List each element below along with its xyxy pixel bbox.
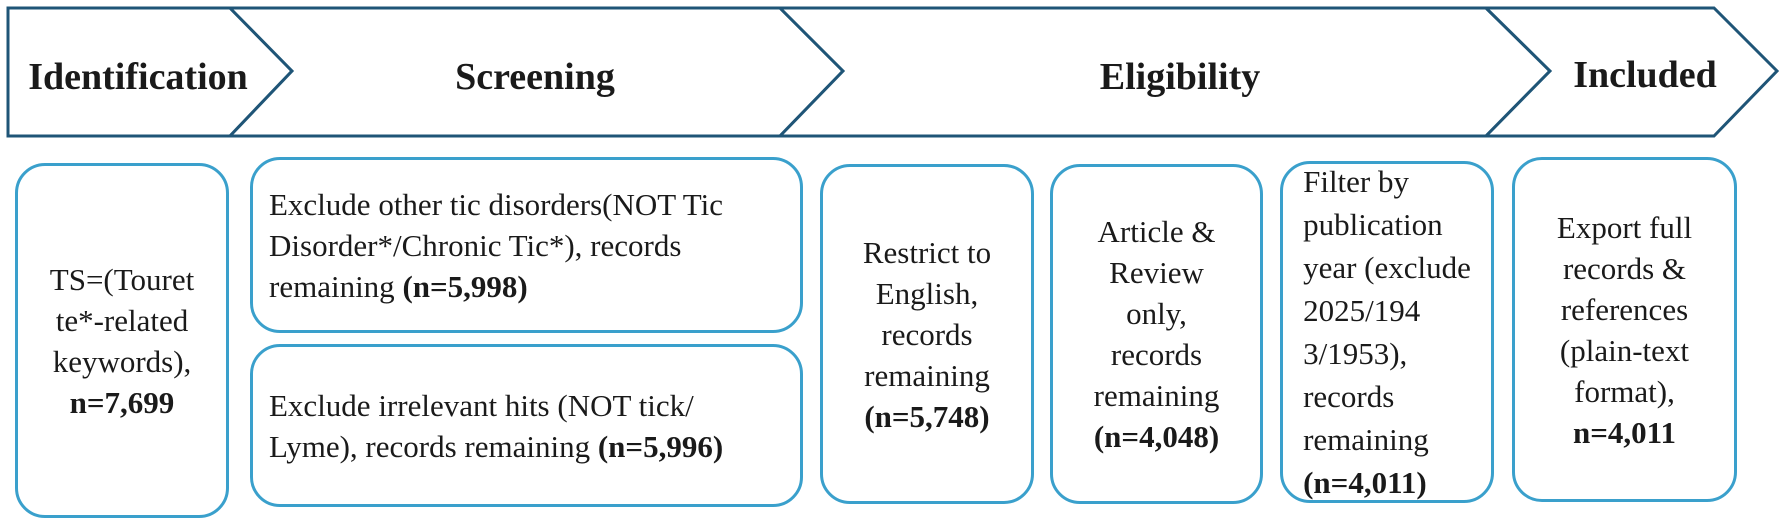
screening-lyme-box: Exclude irrelevant hits (NOT tick/ Lyme)… xyxy=(250,344,803,507)
export-count: n=4,011 xyxy=(1573,414,1676,450)
export-line: Export full xyxy=(1556,209,1693,245)
article-line: records xyxy=(1110,337,1203,372)
identification-count: n=7,699 xyxy=(69,384,175,420)
year-box: Filter by publication year (exclude 2025… xyxy=(1280,161,1494,503)
export-line: (plain-text xyxy=(1559,332,1690,368)
year-line: 3/1953), xyxy=(1303,336,1408,371)
screening-lyme-line: Lyme), records remaining xyxy=(269,428,598,464)
year-line: Filter by xyxy=(1303,164,1410,199)
english-line: English, xyxy=(875,275,979,311)
english-line: records xyxy=(881,316,973,352)
chevron-included xyxy=(1482,6,1780,138)
screening-tic-line: remaining xyxy=(269,268,403,304)
english-line: Restrict to xyxy=(862,234,992,270)
export-line: format), xyxy=(1574,373,1675,409)
english-count: (n=5,748) xyxy=(864,398,990,434)
article-line: Review xyxy=(1109,255,1204,290)
english-line: remaining xyxy=(864,357,990,393)
stage-label-eligibility: Eligibility xyxy=(1099,56,1261,98)
article-box: Article & Review only, records remaining… xyxy=(1050,164,1263,504)
article-line: Article & xyxy=(1097,214,1216,249)
identification-line: te*-related xyxy=(55,302,189,338)
screening-tic-line: Disorder*/Chronic Tic*), records xyxy=(269,227,682,263)
year-line: remaining xyxy=(1303,422,1429,457)
year-count: (n=4,011) xyxy=(1303,465,1427,500)
screening-lyme-count: (n=5,996) xyxy=(597,428,724,464)
stage-label-included: Included xyxy=(1573,54,1717,96)
article-line: only, xyxy=(1126,296,1187,331)
identification-line: TS=(Touret xyxy=(49,261,195,297)
year-line: records xyxy=(1303,379,1395,414)
english-box: Restrict to English, records remaining (… xyxy=(820,164,1034,504)
screening-tic-count: (n=5,998) xyxy=(402,268,528,304)
year-line: 2025/194 xyxy=(1303,293,1421,328)
screening-tic-box: Exclude other tic disorders(NOT Tic Diso… xyxy=(250,157,803,333)
identification-line: keywords), xyxy=(52,343,192,379)
stage-label-screening: Screening xyxy=(455,56,615,98)
stage-banner xyxy=(6,6,1780,138)
identification-box: TS=(Touret te*-related keywords), n=7,69… xyxy=(15,163,229,518)
export-box: Export full records & references (plain-… xyxy=(1512,157,1737,502)
year-line: year (exclude xyxy=(1303,250,1471,285)
screening-tic-line: Exclude other tic disorders(NOT Tic xyxy=(269,186,724,222)
article-line: remaining xyxy=(1093,378,1220,413)
article-count: (n=4,048) xyxy=(1093,419,1220,454)
year-line: publication xyxy=(1303,207,1443,242)
stage-label-identification: Identification xyxy=(28,56,248,98)
export-line: references xyxy=(1560,291,1689,327)
screening-lyme-line: Exclude irrelevant hits (NOT tick/ xyxy=(269,387,694,423)
export-line: records & xyxy=(1562,250,1687,286)
